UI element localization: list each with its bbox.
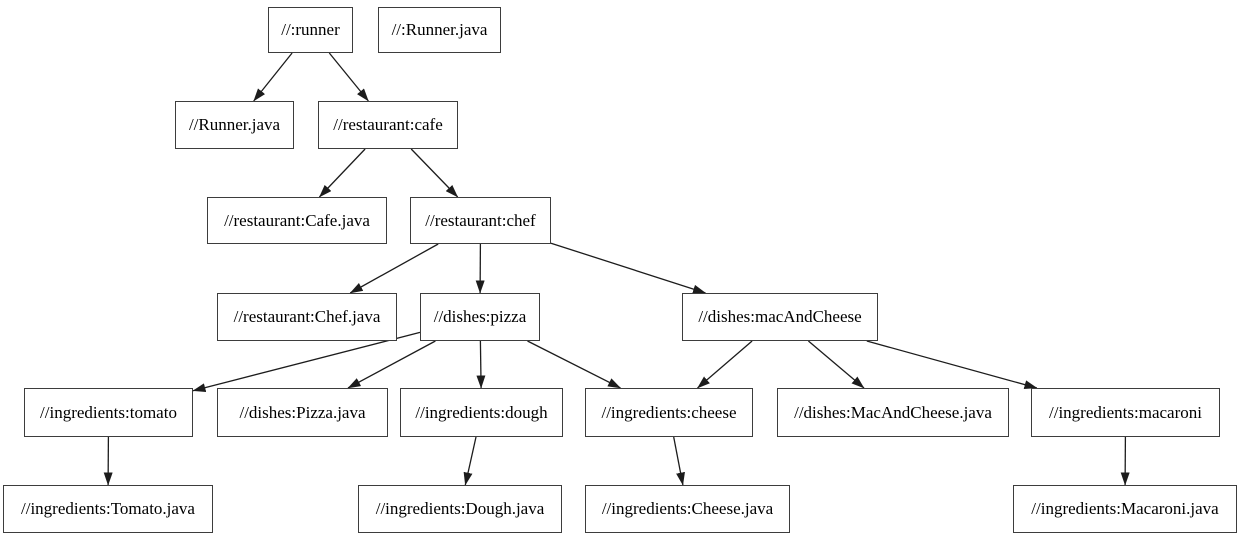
node-label: //restaurant:chef: [425, 210, 536, 230]
graph-node-chef: //restaurant:chef: [410, 197, 551, 244]
node-label: //dishes:macAndCheese: [698, 307, 862, 326]
edge-chef-to-chef-java: [349, 243, 439, 294]
graph-node-tomato-java: //ingredients:Tomato.java: [3, 485, 213, 533]
edge-mac-and-cheese-to-mac-and-cheese-java: [807, 340, 865, 389]
graph-node-cafe: //restaurant:cafe: [318, 101, 458, 149]
edge-dough-to-dough-java: [463, 436, 477, 486]
node-label: //dishes:pizza: [433, 307, 527, 326]
node-label: //dishes:Pizza.java: [239, 402, 366, 422]
graph-node-tomato: //ingredients:tomato: [24, 388, 193, 437]
node-label: //restaurant:Chef.java: [233, 307, 381, 326]
graph-node-runner-java-top: //:Runner.java: [378, 7, 501, 53]
node-label: //:runner: [281, 20, 340, 39]
node-label: //restaurant:cafe: [333, 115, 443, 134]
node-label: //ingredients:Macaroni.java: [1031, 499, 1219, 518]
node-label: //ingredients:tomato: [40, 402, 177, 422]
graph-node-macaroni: //ingredients:macaroni: [1031, 388, 1220, 437]
edge-pizza-to-cheese: [527, 340, 621, 389]
graph-node-cafe-java: //restaurant:Cafe.java: [207, 197, 387, 244]
graph-node-chef-java: //restaurant:Chef.java: [217, 293, 397, 341]
node-label: //ingredients:cheese: [601, 402, 737, 422]
graph-node-dough-java: //ingredients:Dough.java: [358, 485, 562, 533]
edge-mac-and-cheese-to-cheese: [697, 340, 753, 389]
graph-node-mac-and-cheese-java: //dishes:MacAndCheese.java: [777, 388, 1009, 437]
node-label: //ingredients:Dough.java: [375, 499, 545, 518]
node-label: //restaurant:Cafe.java: [224, 210, 370, 230]
node-label: //ingredients:macaroni: [1049, 402, 1202, 422]
edge-pizza-to-dough: [476, 340, 486, 389]
edge-runner-to-runner-java: [253, 52, 293, 102]
edge-runner-to-cafe: [328, 52, 369, 102]
node-label: //ingredients:Tomato.java: [21, 499, 195, 518]
edge-chef-to-mac-and-cheese: [550, 242, 706, 294]
graph-node-macaroni-java: //ingredients:Macaroni.java: [1013, 485, 1237, 533]
edge-cafe-to-chef: [410, 148, 459, 198]
edge-pizza-to-tomato: [192, 331, 421, 393]
edge-mac-and-cheese-to-macaroni: [866, 340, 1038, 390]
edge-pizza-to-pizza-java: [347, 340, 436, 389]
graph-node-dough: //ingredients:dough: [400, 388, 563, 437]
edge-cheese-to-cheese-java: [673, 436, 685, 486]
graph-node-pizza-java: //dishes:Pizza.java: [217, 388, 388, 437]
node-label: //dishes:MacAndCheese.java: [794, 402, 992, 422]
graph-node-cheese: //ingredients:cheese: [585, 388, 753, 437]
graph-node-runner: //:runner: [268, 7, 353, 53]
node-label: //ingredients:dough: [415, 402, 548, 422]
graph-node-runner-java: //Runner.java: [175, 101, 294, 149]
edge-cafe-to-cafe-java: [318, 148, 366, 198]
graph-node-pizza: //dishes:pizza: [420, 293, 540, 341]
node-label: //Runner.java: [188, 115, 281, 134]
node-label: //:Runner.java: [391, 20, 488, 39]
graph-node-cheese-java: //ingredients:Cheese.java: [585, 485, 790, 533]
graph-node-mac-and-cheese: //dishes:macAndCheese: [682, 293, 878, 341]
node-label: //ingredients:Cheese.java: [601, 499, 774, 518]
